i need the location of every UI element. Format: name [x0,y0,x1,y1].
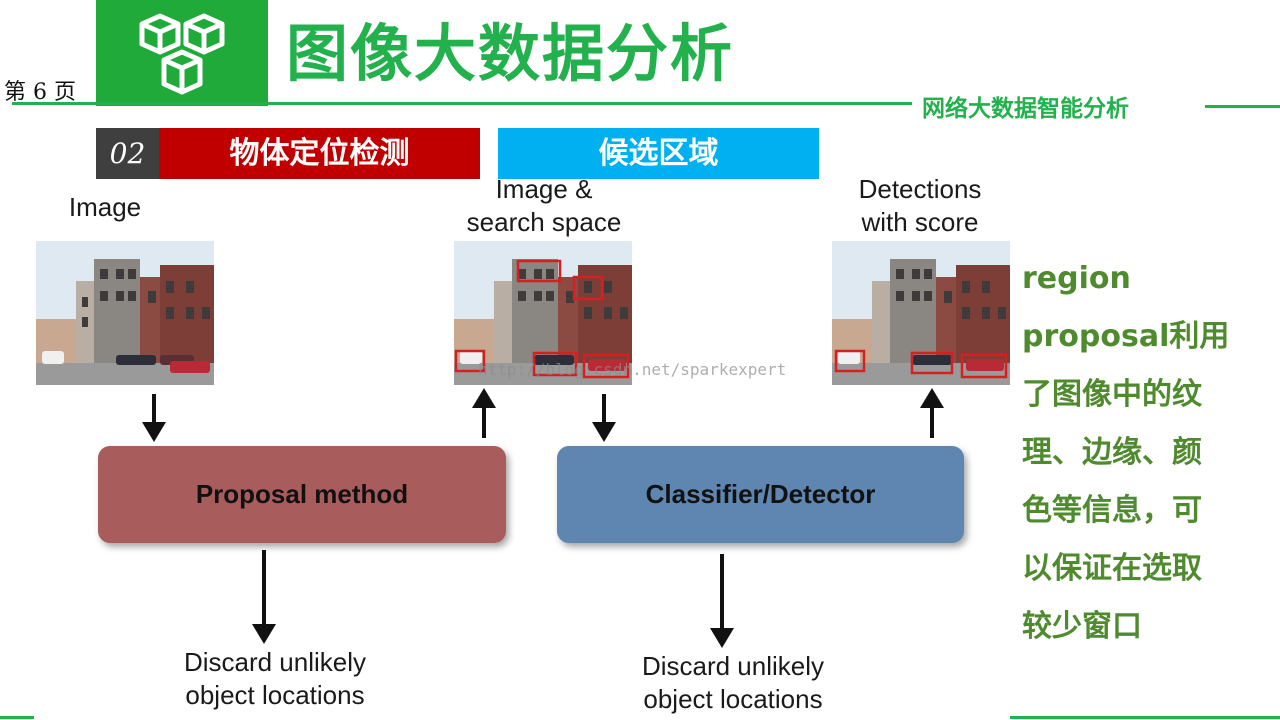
logo [96,0,268,106]
discard-left-line1: Discard unlikely [183,647,367,677]
discard-right-line1: Discard unlikely [641,651,825,681]
side-line: 以保证在选取 [1022,551,1202,586]
detections-label-line1: Detections [858,174,982,204]
side-line: 色等信息，可 [1022,493,1202,528]
section-badge: 候选区域 [498,128,819,179]
footer-divider-left [0,716,34,719]
discard-right-line2: object locations [643,684,823,714]
section-number: 02 [96,128,159,179]
side-line: 较少窗口 [1022,609,1142,644]
proposal-method-label: Proposal method [195,479,409,509]
arrow-up-icon [472,388,496,438]
section-title: 物体定位检测 [159,128,480,179]
arrow-down-icon [592,394,616,442]
side-line: region [1022,261,1131,296]
arrow-up-icon [920,388,944,438]
detections-label: Detections with score [820,173,1020,239]
search-space-photo [454,241,632,385]
search-space-label: Image & search space [444,173,644,239]
cubes-icon [139,13,225,95]
arrow-down-icon [710,554,734,648]
side-line: 理、边缘、颜 [1022,435,1202,470]
discard-left-line2: object locations [185,680,365,710]
arrow-down-icon [142,394,166,442]
discard-label-right: Discard unlikely object locations [608,650,858,716]
header-divider-right [1205,105,1280,108]
page-subtitle: 网络大数据智能分析 [922,96,1129,122]
footer-divider-right [1010,716,1280,719]
image-label: Image [68,192,142,222]
page-number: 第 6 页 [4,80,76,105]
side-line: 了图像中的纹 [1022,377,1202,412]
proposal-method-box: Proposal method [98,446,506,543]
input-photo [36,241,214,385]
discard-label-left: Discard unlikely object locations [150,646,400,712]
classifier-detector-box: Classifier/Detector [557,446,964,543]
detections-label-line2: with score [861,207,979,237]
search-label-line1: Image & [495,174,593,204]
side-description: region proposal利用 了图像中的纹 理、边缘、颜 色等信息，可 以… [1022,250,1272,656]
search-label-line2: search space [466,207,622,237]
arrow-down-icon [252,550,276,644]
watermark: http://blog.csdn.net/sparkexpert [478,360,787,379]
side-line: proposal利用 [1022,319,1230,354]
header-divider [12,102,912,105]
classifier-detector-label: Classifier/Detector [645,479,876,509]
detections-photo [832,241,1010,385]
page-title: 图像大数据分析 [286,17,735,90]
